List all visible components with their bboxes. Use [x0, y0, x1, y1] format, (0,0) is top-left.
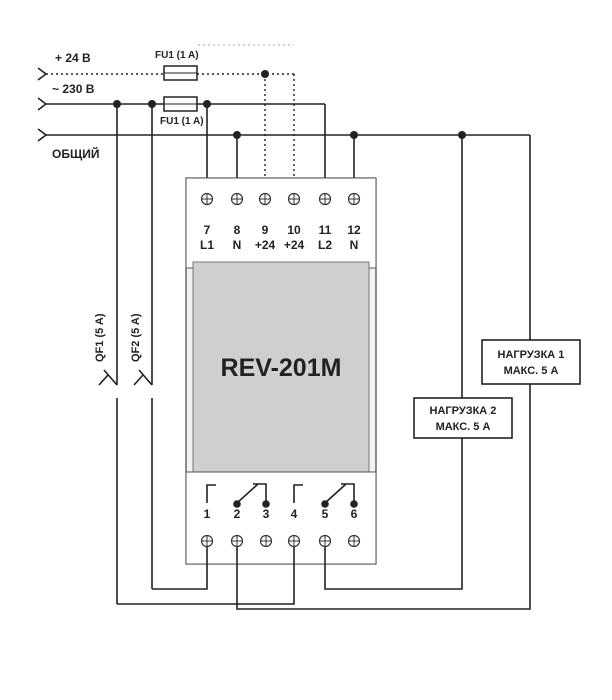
terminal-num: 2: [234, 507, 241, 521]
terminal-11: 11 L2: [318, 192, 332, 252]
terminal-4: [287, 534, 301, 548]
top-terminals: 7 L1 8 N 9 +24 10 +24 11 L2: [200, 192, 361, 252]
terminal-6: [347, 534, 361, 548]
junction-dot: [458, 131, 466, 139]
breaker-qf2: [133, 369, 153, 589]
fuse-bottom-label: FU1 (1 A): [160, 116, 204, 127]
terminal-1: [200, 534, 214, 548]
terminal-8: 8 N: [230, 192, 244, 252]
junction-dot: [233, 131, 241, 139]
terminal-9: 9 +24: [255, 192, 276, 252]
terminal-12: 12 N: [347, 192, 361, 252]
bottom-terminal-block: [185, 471, 377, 565]
terminal-10: 10 +24: [284, 192, 305, 252]
terminal-num: 1: [204, 507, 211, 521]
terminal-num: 4: [291, 507, 298, 521]
terminal-label: N: [233, 238, 242, 252]
bottom-terminal-numbers: 1 2 3 4 5 6: [204, 507, 358, 521]
contact-1: [206, 484, 216, 503]
junction-dot: [203, 100, 211, 108]
relay-device: REV-201M: [185, 177, 377, 565]
top-terminal-block: [185, 177, 377, 269]
load1-rating: МАКС. 5 А: [504, 365, 559, 377]
bottom-wiring: [117, 384, 531, 610]
terminal-num: 9: [262, 223, 269, 237]
terminal-label: +24: [284, 238, 305, 252]
ac230-line: [46, 103, 326, 385]
terminal-2: [230, 534, 244, 548]
junction-dot: [261, 70, 269, 78]
terminal-num: 11: [319, 223, 332, 237]
plus24-label: + 24 В: [55, 51, 91, 65]
junction-dot: [113, 100, 121, 108]
contact-5-blade: [324, 483, 347, 504]
terminal-num: 8: [234, 223, 241, 237]
junction-dot: [350, 131, 358, 139]
load-1: НАГРУЗКА 1 МАКС. 5 А: [481, 339, 581, 385]
common-arrow: [37, 128, 48, 142]
common-label: ОБЩИЙ: [52, 146, 99, 161]
terminal-label: L2: [318, 238, 332, 252]
input-arrows: [37, 67, 48, 142]
relay-contacts: [206, 483, 358, 508]
qf2-label: QF2 (5 A): [130, 313, 142, 362]
terminal-label: L1: [200, 238, 214, 252]
qf1-label: QF1 (5 A): [94, 313, 106, 362]
plus24-arrow: [37, 67, 48, 81]
plus24-line: [46, 44, 295, 192]
terminal-7: 7 L1: [200, 192, 214, 252]
terminal-3: [259, 534, 273, 548]
bottom-terminals: [200, 534, 361, 548]
contact-6: [341, 483, 355, 503]
terminal-num: 5: [322, 507, 329, 521]
terminal-label: N: [350, 238, 359, 252]
ac230-label: ~ 230 В: [52, 82, 95, 96]
contact-4: [293, 484, 303, 503]
device-model: REV-201M: [221, 354, 342, 382]
terminal-num: 3: [263, 507, 270, 521]
terminal-label: +24: [255, 238, 276, 252]
terminal-num: 12: [347, 223, 361, 237]
load1-name: НАГРУЗКА 1: [498, 349, 565, 361]
load-2: НАГРУЗКА 2 МАКС. 5 А: [413, 397, 513, 439]
terminal-num: 10: [287, 223, 301, 237]
contact-2-blade: [236, 483, 259, 504]
load2-rating: МАКС. 5 А: [436, 421, 491, 433]
ac230-arrow: [37, 97, 48, 111]
common-line: [46, 134, 531, 398]
junction-dot: [148, 100, 156, 108]
contact-3: [253, 483, 267, 503]
terminal-num: 6: [351, 507, 358, 521]
terminal-num: 7: [204, 223, 211, 237]
load2-name: НАГРУЗКА 2: [430, 405, 497, 417]
terminal-5: [318, 534, 332, 548]
breaker-qf1: [98, 369, 118, 604]
fuse-top-label: FU1 (1 A): [155, 50, 199, 61]
